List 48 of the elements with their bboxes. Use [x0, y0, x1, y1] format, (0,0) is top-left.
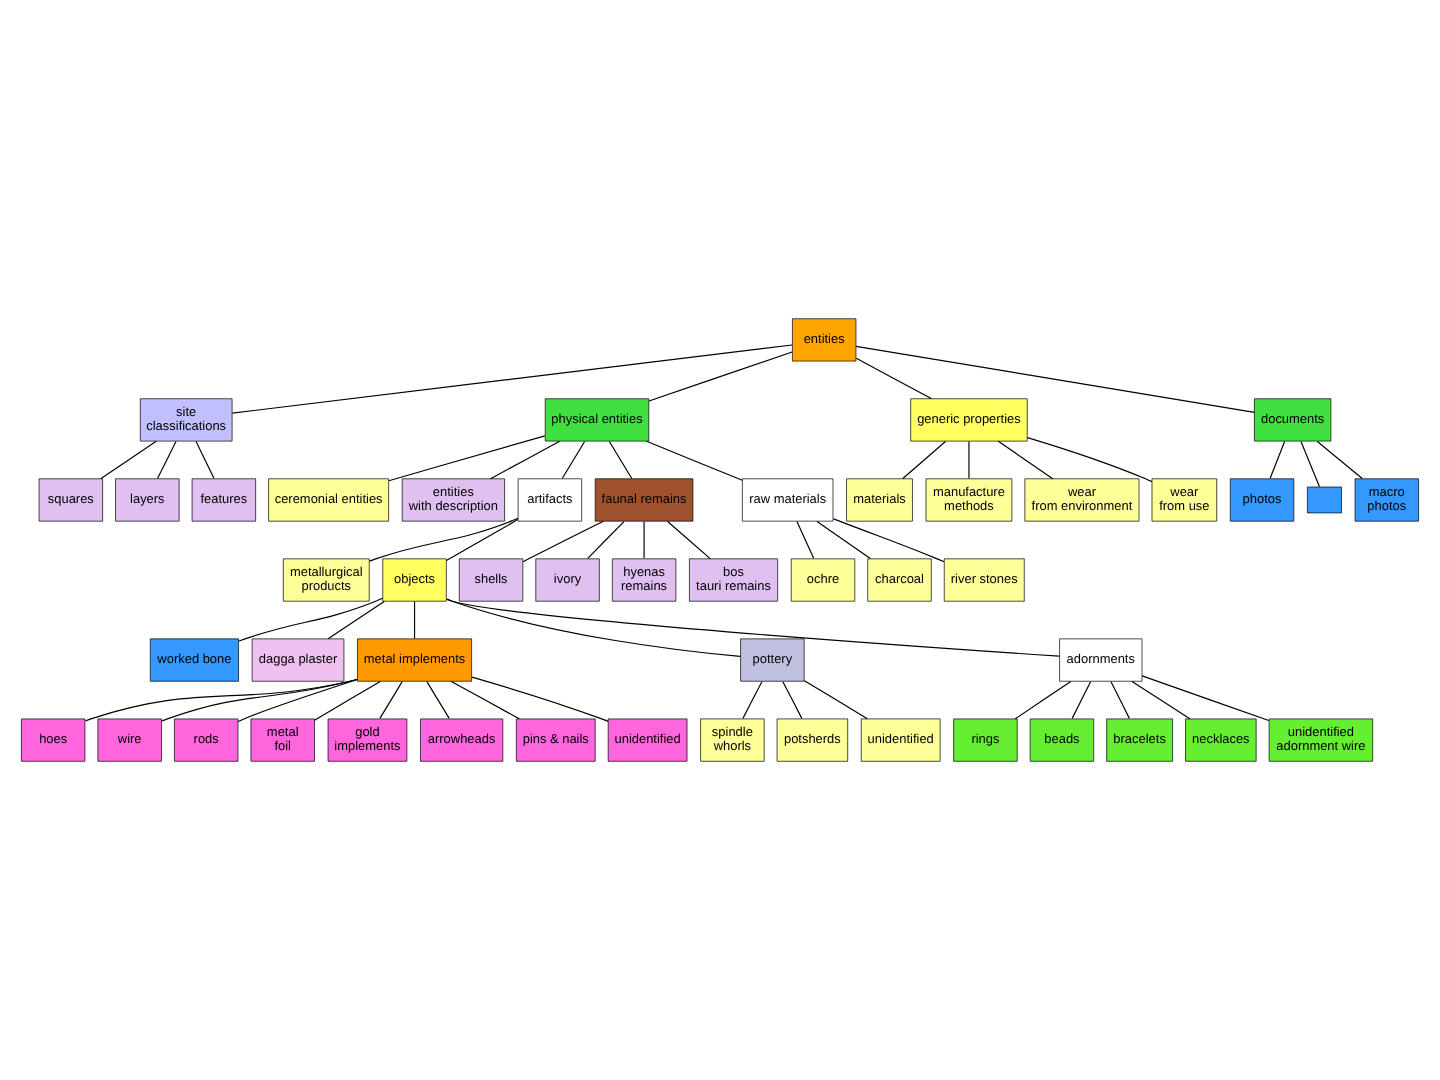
connector — [855, 357, 932, 400]
connector — [161, 678, 359, 722]
connector — [471, 676, 609, 722]
connector — [1014, 680, 1072, 720]
connector — [646, 440, 743, 481]
connector — [231, 344, 793, 414]
connector — [796, 521, 815, 559]
connector — [561, 440, 586, 479]
connector — [782, 681, 803, 719]
connector — [1131, 680, 1191, 720]
connector — [314, 680, 381, 721]
connector — [1026, 437, 1153, 483]
connector — [1141, 675, 1270, 722]
connector — [832, 518, 945, 563]
connector — [643, 521, 645, 559]
connector — [803, 680, 868, 720]
connector — [1300, 440, 1321, 488]
connector — [667, 521, 711, 560]
connector — [445, 519, 519, 562]
connector — [816, 521, 871, 560]
connector — [997, 440, 1054, 480]
connector — [238, 597, 384, 642]
connector — [587, 521, 625, 559]
connector — [388, 435, 546, 482]
connector — [742, 681, 763, 719]
connector — [426, 681, 450, 719]
connector — [450, 680, 520, 720]
connector — [648, 351, 793, 402]
connector — [489, 440, 561, 480]
connector — [1316, 440, 1363, 480]
connector — [1110, 681, 1130, 719]
connector — [902, 440, 947, 480]
connector — [157, 440, 177, 479]
connector — [84, 678, 358, 722]
connector — [608, 440, 633, 479]
connector — [446, 598, 1060, 657]
connector — [1071, 681, 1092, 719]
connector — [368, 517, 519, 562]
connector — [327, 600, 385, 640]
connector — [855, 345, 1255, 413]
connector — [379, 681, 403, 719]
connector — [100, 440, 157, 480]
connector — [195, 440, 215, 479]
connector — [237, 678, 358, 723]
connector — [1269, 440, 1286, 479]
connector — [413, 601, 416, 639]
node-box — [1307, 486, 1342, 514]
connector — [522, 520, 604, 563]
